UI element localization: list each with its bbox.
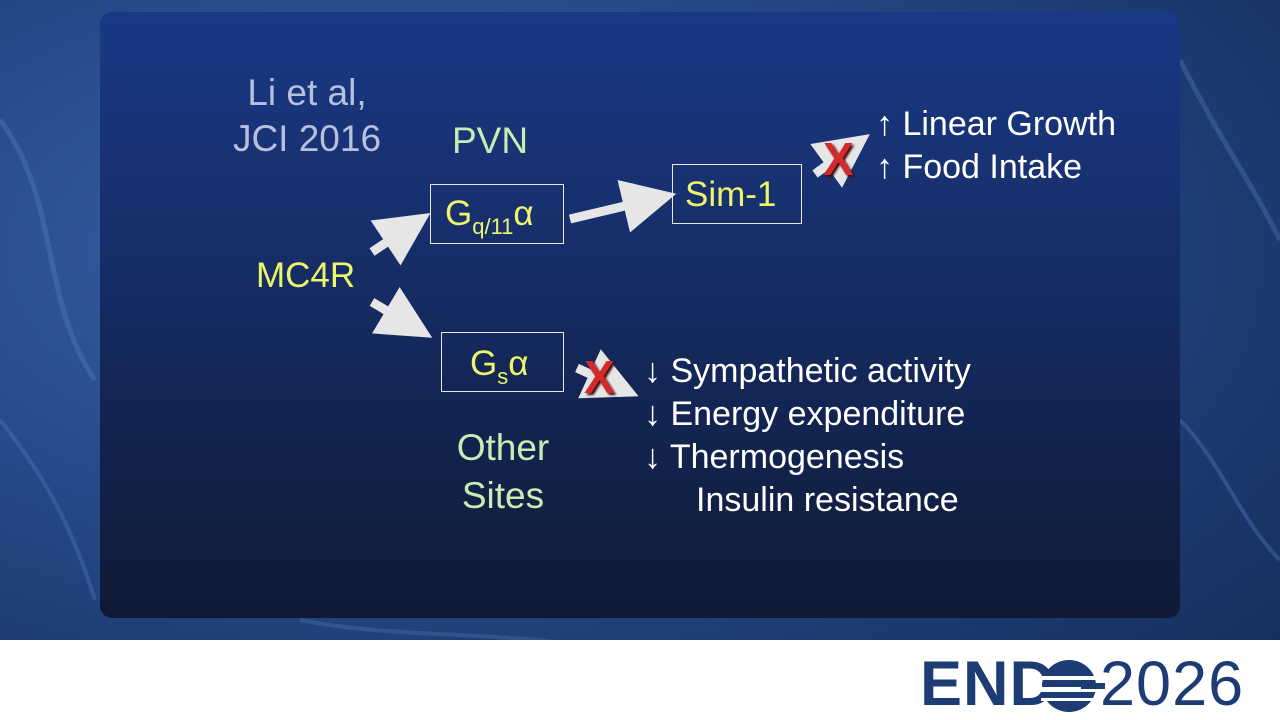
effect-linear-growth: ↑ Linear Growth xyxy=(876,104,1116,144)
citation-line-1: Li et al, xyxy=(247,72,367,113)
effect-sympathetic-activity: ↓ Sympathetic activity xyxy=(644,351,971,391)
gs-subscript: s xyxy=(497,364,509,389)
block-x-marker-bottom: X xyxy=(584,351,615,403)
arrow-sim1-to-effects xyxy=(810,134,870,188)
arrow-mc4r-to-gq xyxy=(369,213,431,266)
arrow-mc4r-to-gs xyxy=(369,286,433,338)
effect-label: Thermogenesis xyxy=(669,438,905,476)
region-label-other-line-1: Other xyxy=(456,427,550,468)
background-fiber-pattern xyxy=(0,58,1280,650)
effect-insulin-resistance: Insulin resistance xyxy=(696,480,959,520)
gq-alpha: α xyxy=(513,194,534,233)
effect-energy-expenditure: ↓ Energy expenditure xyxy=(644,394,965,434)
effect-label: Linear Growth xyxy=(902,105,1116,143)
gq-subscript: q/11 xyxy=(472,214,514,239)
effect-label: Insulin resistance xyxy=(696,481,959,519)
effect-label: Food Intake xyxy=(902,148,1083,186)
endo-logo-word: END xyxy=(920,649,1057,719)
region-label-other-sites: Other Sites xyxy=(448,424,558,520)
up-arrow-icon: ↑ xyxy=(876,105,893,143)
node-box-gq11-alpha xyxy=(430,184,564,244)
up-arrow-icon: ↑ xyxy=(876,148,893,186)
node-gq11-alpha-label: Gq/11α xyxy=(445,194,534,240)
arrow-gs-to-effects xyxy=(575,349,639,399)
node-box-gs-alpha xyxy=(441,332,564,392)
down-arrow-icon: ↓ xyxy=(644,395,661,433)
globe-logo-icon xyxy=(1041,660,1105,712)
region-label-pvn: PVN xyxy=(452,120,529,161)
node-mc4r: MC4R xyxy=(256,256,356,295)
gq-main-letter: G xyxy=(445,194,473,233)
node-gs-alpha-label: Gsα xyxy=(470,344,528,390)
down-arrow-icon: ↓ xyxy=(644,352,661,390)
gs-alpha: α xyxy=(508,344,529,383)
down-arrow-icon: ↓ xyxy=(644,438,661,476)
effect-label: Energy expenditure xyxy=(670,395,966,433)
citation-line-2: JCI 2016 xyxy=(232,118,382,159)
arrow-gq-to-sim1 xyxy=(568,179,677,233)
effect-food-intake: ↑ Food Intake xyxy=(876,147,1082,187)
effect-label: Sympathetic activity xyxy=(670,352,971,390)
gs-main-letter: G xyxy=(470,344,498,383)
node-sim1-label: Sim-1 xyxy=(685,175,777,214)
content-panel xyxy=(100,12,1180,618)
region-label-other-line-2: Sites xyxy=(461,475,545,516)
citation: Li et al, JCI 2016 xyxy=(222,70,392,162)
effect-thermogenesis: ↓ Thermogenesis xyxy=(644,437,904,477)
endo-logo-year: 2026 xyxy=(1100,649,1245,719)
block-x-marker-top: X xyxy=(823,133,854,185)
